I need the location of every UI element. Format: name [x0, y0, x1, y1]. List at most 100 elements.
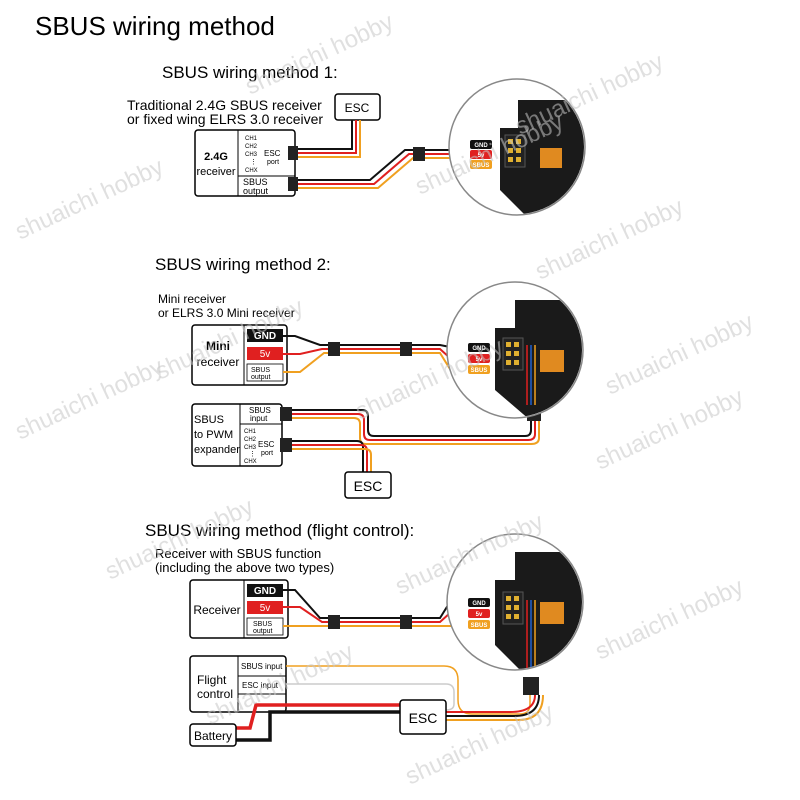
- method3-battery-box: [189, 723, 237, 747]
- method3-esc-box: [399, 699, 447, 735]
- method1-sbus-output-line1: SBUS: [243, 177, 268, 187]
- method1-ch-dots: ⋮: [250, 159, 257, 166]
- method2-pin-gnd-tag: [468, 343, 490, 352]
- method1-receiver-name-line2: receiver: [196, 166, 235, 178]
- method2-pin-gnd: GND: [472, 346, 486, 352]
- method1-pin-sbus: SBUS: [473, 163, 490, 169]
- method1-pin-gnd-tag: [470, 140, 492, 149]
- method2-sbus-input-line1: SBUS: [249, 406, 271, 415]
- method2-esc-port-line2: port: [261, 450, 273, 457]
- watermark: shuaichi hobby: [11, 353, 168, 445]
- method3-caption-line1: Receiver with SBUS function: [155, 546, 321, 561]
- method3-esc-label: ESC: [409, 710, 438, 726]
- method3-connector-b: [400, 615, 412, 629]
- method2-pin-sbus-tag: [468, 365, 490, 374]
- method1-esc-port-line2: port: [267, 159, 279, 166]
- method3-board-servo-connector: [523, 677, 539, 695]
- method2-board: [495, 300, 582, 417]
- method1-section: SBUS wiring method 1: Traditional 2.4G S…: [127, 63, 586, 216]
- method2-caption-line1: Mini receiver: [158, 292, 226, 306]
- method3-fc-sbus-input: SBUS input: [241, 662, 283, 671]
- method3-pin-sbus-tag: [468, 620, 490, 629]
- watermark: shuaichi hobby: [591, 573, 748, 665]
- method2-sbus-input-line2: input: [250, 414, 268, 423]
- method2-ch3: CH3: [244, 445, 257, 451]
- method1-pin-5v: 5v: [478, 153, 485, 159]
- method1-pin-gnd: GND: [474, 143, 488, 149]
- method2-ch-dots: ⋮: [249, 451, 256, 458]
- method1-caption-line1: Traditional 2.4G SBUS receiver: [127, 97, 322, 113]
- method1-sbus-output-line2: output: [243, 186, 269, 196]
- method1-esc-connector: [288, 146, 298, 160]
- method2-sbus-output-line1: SBUS: [251, 367, 270, 374]
- method3-pin-gnd: GND: [472, 601, 486, 607]
- method1-ch1: CH1: [245, 136, 258, 142]
- method1-mid-connector: [413, 147, 425, 161]
- method3-fc-line1: Flight: [197, 673, 227, 687]
- method2-gnd: GND: [254, 331, 276, 342]
- method2-esc-port-line1: ESC: [258, 440, 275, 449]
- method1-sbus-wires: [298, 149, 415, 189]
- method2-5v: 5v: [260, 349, 271, 360]
- method3-fc-to-board-wires: [286, 665, 531, 715]
- method2-esc-wires: [292, 440, 372, 472]
- method1-caption-line2: or fixed wing ELRS 3.0 receiver: [127, 111, 323, 127]
- method3-pin-5v: 5v: [476, 612, 483, 618]
- method2-pin-sbus: SBUS: [471, 368, 488, 374]
- method2-5v-tag: [247, 347, 283, 360]
- method2-expander-box: [191, 403, 283, 467]
- method2-pin-5v: 5v: [476, 357, 483, 363]
- method1-receiver-name-line1: 2.4G: [204, 151, 228, 163]
- page-title: SBUS wiring method: [35, 11, 275, 41]
- method2-expander-sbus-connector: [280, 407, 292, 421]
- method2-sbus-output-line2: output: [251, 374, 271, 381]
- method2-caption-line2: or ELRS 3.0 Mini receiver: [158, 306, 295, 320]
- method1-esc-port-line1: ESC: [264, 149, 281, 158]
- method2-receiver-name-line1: Mini: [206, 339, 230, 353]
- method2-expander-line3: expander: [194, 444, 240, 456]
- method2-receiver-wires: [283, 335, 330, 373]
- method2-expander-esc-connector: [280, 438, 292, 452]
- method2-ch2: CH2: [244, 437, 257, 443]
- method3-5v-tag: [247, 601, 283, 614]
- method2-ch1: CH1: [244, 429, 257, 435]
- method3-connector-a: [328, 615, 340, 629]
- method2-connector-a: [328, 342, 340, 356]
- method2-heading: SBUS wiring method 2:: [155, 255, 331, 274]
- method3-power-wires: [235, 703, 400, 742]
- method3-fc-esc-input: ESC input: [242, 681, 279, 690]
- method1-sbus-connector: [288, 177, 298, 191]
- method2-gnd-tag: [247, 329, 283, 342]
- method1-pin-5v-tag: [470, 150, 492, 159]
- method3-caption-line2: (including the above two types): [155, 560, 334, 575]
- method2-connector-b: [400, 342, 412, 356]
- method1-ch2: CH2: [245, 144, 258, 150]
- method1-ch3: CH3: [245, 152, 258, 158]
- watermark: shuaichi hobby: [531, 193, 688, 285]
- method1-esc-label: ESC: [345, 101, 370, 115]
- method2-pin-5v-tag: [468, 354, 490, 363]
- method1-heading: SBUS wiring method 1:: [162, 63, 338, 82]
- method2-expander-line1: SBUS: [194, 414, 224, 426]
- method2-mid-wires: [340, 344, 400, 354]
- method3-5v: 5v: [260, 603, 271, 614]
- method3-sbus-output-line1: SBUS: [253, 621, 272, 628]
- method3-receiver-name: Receiver: [193, 603, 240, 617]
- method3-mid-wires: [340, 617, 400, 627]
- method3-heading: SBUS wiring method (flight control):: [145, 521, 414, 540]
- method3-battery-label: Battery: [194, 729, 232, 743]
- watermark: shuaichi hobby: [11, 153, 168, 245]
- method3-gnd: GND: [254, 586, 276, 597]
- method3-fc-line2: control: [197, 687, 233, 701]
- method3-sbus-output-line2: output: [253, 628, 273, 635]
- method1-esc-wires: [298, 120, 361, 158]
- method2-esc-box: [344, 471, 392, 499]
- method3-pin-5v-tag: [468, 609, 490, 618]
- method3-pin-gnd-tag: [468, 598, 490, 607]
- method1-pin-sbus-tag: [470, 160, 492, 169]
- method3-gnd-tag: [247, 584, 283, 597]
- method3-receiver-wires: [283, 589, 330, 627]
- method2-esc-label: ESC: [354, 478, 383, 494]
- method3-pin-sbus: SBUS: [471, 623, 488, 629]
